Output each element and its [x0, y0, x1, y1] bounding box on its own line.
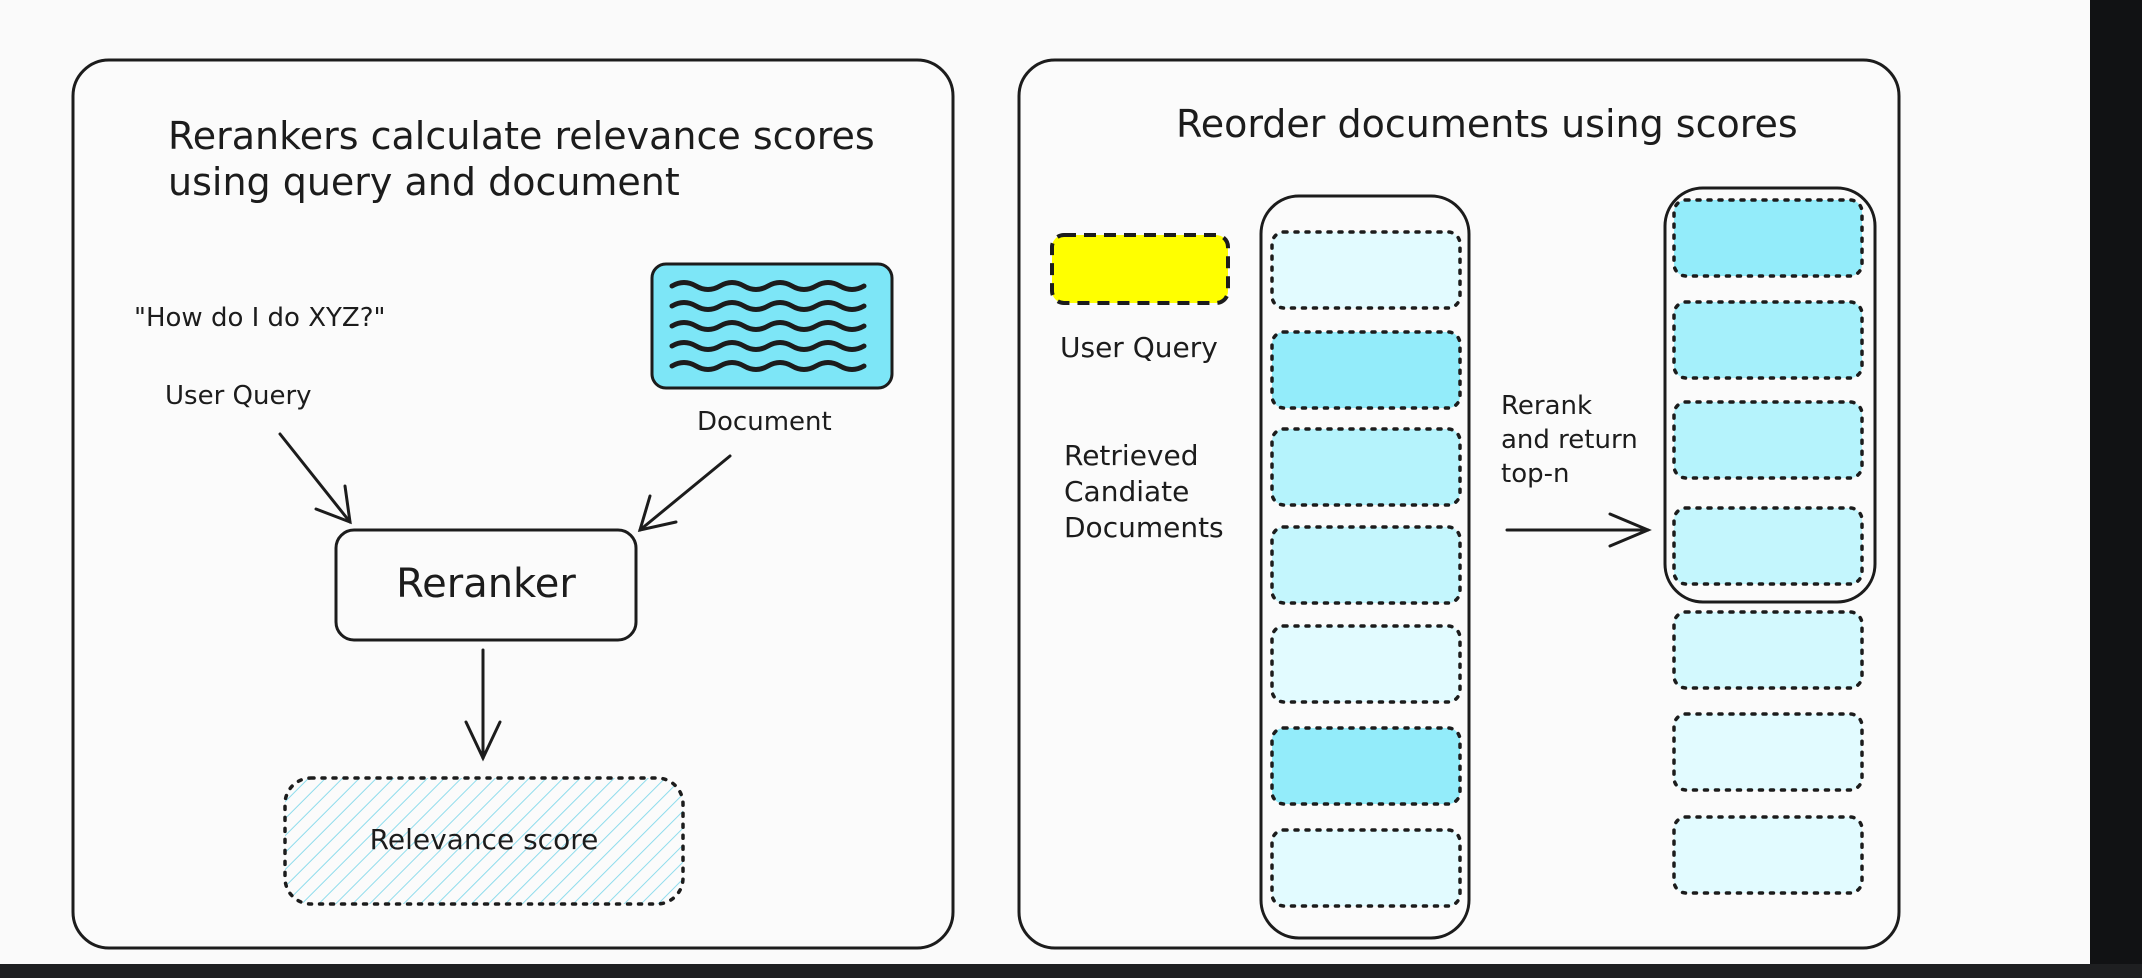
reranker-box — [334, 528, 638, 642]
right-user-query-label: User Query — [1060, 331, 1218, 364]
candidate-doc-7 — [1270, 828, 1462, 908]
reranker-label: Reranker — [396, 561, 576, 607]
reranked-doc-6 — [1672, 712, 1864, 792]
right-edge-bar — [2090, 0, 2142, 978]
candidate-doc-5 — [1270, 624, 1462, 704]
retrieved-label-line2: Candiate — [1064, 475, 1190, 508]
candidate-doc-2 — [1270, 330, 1462, 410]
reranked-doc-7 — [1672, 815, 1864, 895]
reranked-doc-2 — [1672, 300, 1864, 380]
reranked-documents — [1672, 198, 1864, 895]
relevance-score-label: Relevance score — [369, 823, 599, 856]
bottom-edge-bar — [0, 964, 2142, 978]
relevance-score-box — [283, 776, 685, 906]
user-query-box — [1050, 233, 1230, 305]
retrieved-label-line3: Documents — [1064, 511, 1224, 544]
query-example-text: "How do I do XYZ?" — [134, 303, 386, 333]
right-panel-title: Reorder documents using scores — [1176, 102, 1798, 146]
left-user-query-label: User Query — [165, 381, 312, 411]
reranked-doc-3 — [1672, 400, 1864, 480]
top-n-column — [1663, 186, 1877, 604]
diagram-canvas: Rerankers calculate relevance scores usi… — [0, 0, 2090, 964]
rerank-arrow — [1505, 512, 1652, 548]
reranked-doc-4 — [1672, 506, 1864, 586]
candidate-documents — [1270, 230, 1462, 908]
diagram-svg — [71, 58, 1901, 950]
document-label: Document — [697, 407, 832, 437]
rerank-label-line1: Rerank — [1501, 391, 1593, 421]
candidate-doc-4 — [1270, 525, 1462, 605]
retrieved-label-line1: Retrieved — [1064, 439, 1199, 472]
left-panel-title-line1: Rerankers calculate relevance scores — [168, 114, 875, 158]
query-to-reranker-arrow — [278, 432, 352, 525]
candidate-doc-1 — [1270, 230, 1462, 310]
left-panel-title-line2: using query and document — [168, 160, 680, 204]
reranked-doc-5 — [1672, 610, 1864, 690]
candidate-doc-3 — [1270, 427, 1462, 507]
rerank-label-line2: and return — [1501, 425, 1638, 455]
reranker-to-score-arrow — [464, 648, 502, 762]
document-icon — [650, 262, 894, 390]
reranked-doc-1 — [1672, 198, 1864, 278]
document-to-reranker-arrow — [637, 454, 732, 533]
candidate-doc-6 — [1270, 726, 1462, 806]
rerank-label-line3: top-n — [1501, 459, 1570, 489]
